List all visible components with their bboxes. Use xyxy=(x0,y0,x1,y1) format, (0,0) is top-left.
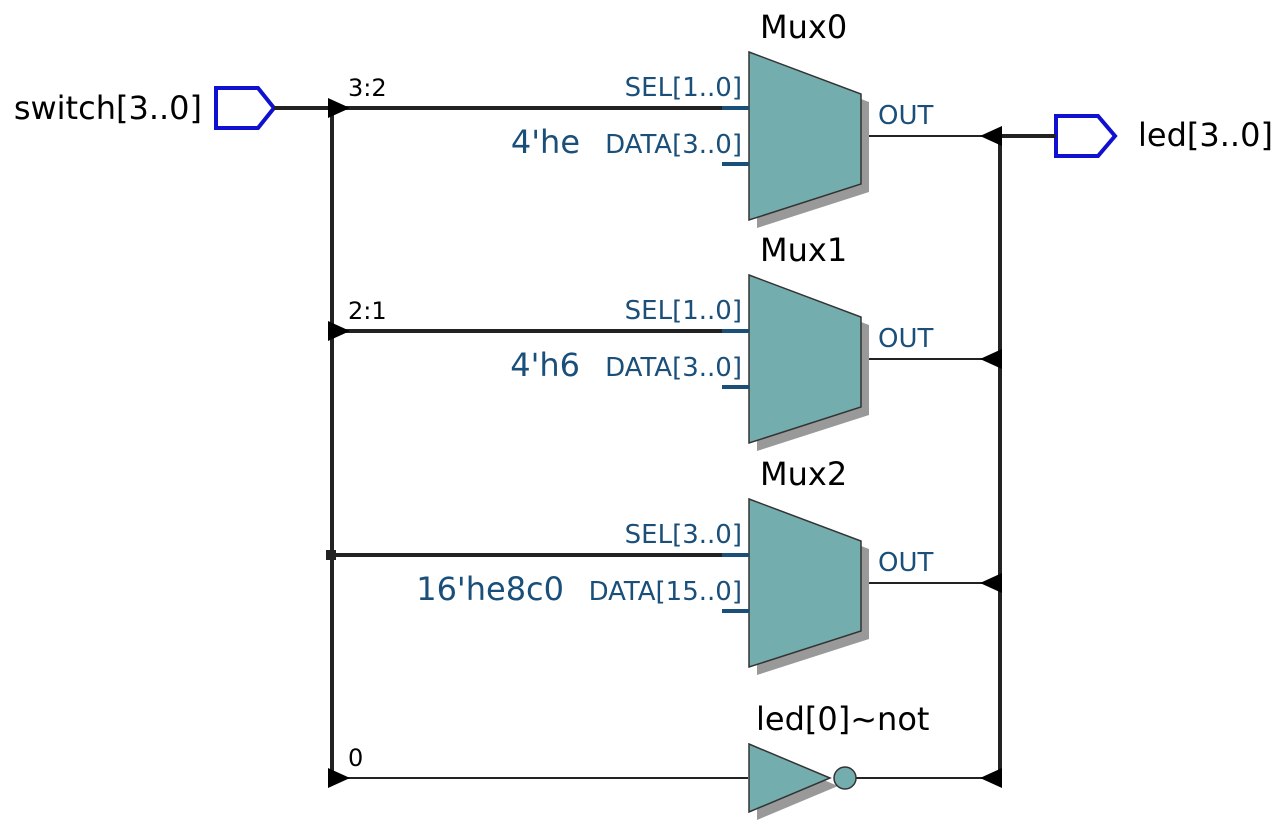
slice-label-mux0: 3:2 xyxy=(348,74,387,102)
bus-rippers xyxy=(326,98,1002,788)
input-port-icon xyxy=(214,86,277,130)
input-port-switch[interactable]: switch[3..0] xyxy=(14,86,277,130)
input-port-label: switch[3..0] xyxy=(14,89,202,127)
mux-data-label: DATA[3..0] xyxy=(605,353,742,383)
output-port-label: led[3..0] xyxy=(1138,116,1273,154)
mux-sel-label: SEL[3..0] xyxy=(625,520,742,550)
mux-sel-label: SEL[1..0] xyxy=(625,296,742,326)
ripper-arrow-icon xyxy=(328,321,350,341)
ripper-arrow-icon xyxy=(980,126,1002,146)
mux-const-value: 16'he8c0 xyxy=(416,570,564,608)
ripper-arrow-icon xyxy=(980,349,1002,369)
inverter-name: led[0]~not xyxy=(756,700,929,738)
slice-label-inv: 0 xyxy=(348,744,363,772)
inverter-led0-not[interactable]: led[0]~not xyxy=(748,700,929,820)
mux-out-label: OUT xyxy=(878,324,933,354)
mux-const-value: 4'he xyxy=(511,123,580,161)
inverter-body xyxy=(748,742,832,814)
ripper-arrow-icon xyxy=(328,98,350,118)
mux-out-label: OUT xyxy=(878,548,933,578)
mux-name: Mux2 xyxy=(760,455,847,493)
mux-name: Mux1 xyxy=(760,231,847,269)
slice-label-mux1: 2:1 xyxy=(348,297,387,325)
mux-name: Mux0 xyxy=(760,8,847,46)
mux-out-label: OUT xyxy=(878,101,933,131)
ripper-arrow-icon xyxy=(980,768,1002,788)
mux-sel-label: SEL[1..0] xyxy=(625,73,742,103)
mux-data-label: DATA[3..0] xyxy=(605,130,742,160)
mux-data-label: DATA[15..0] xyxy=(589,577,742,607)
mux2[interactable]: Mux2 SEL[3..0] DATA[15..0] 16'he8c0 OUT xyxy=(416,455,933,675)
output-port-icon xyxy=(1054,114,1118,158)
output-port-led[interactable]: led[3..0] xyxy=(1054,114,1273,158)
inverter-bubble-icon xyxy=(833,766,857,790)
mux0[interactable]: Mux0 SEL[1..0] DATA[3..0] 4'he OUT xyxy=(511,8,934,228)
ripper-arrow-icon xyxy=(328,768,350,788)
mux-const-value: 4'h6 xyxy=(510,346,580,384)
junction-dot-icon xyxy=(326,550,336,560)
wires xyxy=(274,106,1056,779)
mux1[interactable]: Mux1 SEL[1..0] DATA[3..0] 4'h6 OUT xyxy=(510,231,933,451)
ripper-arrow-icon xyxy=(980,573,1002,593)
